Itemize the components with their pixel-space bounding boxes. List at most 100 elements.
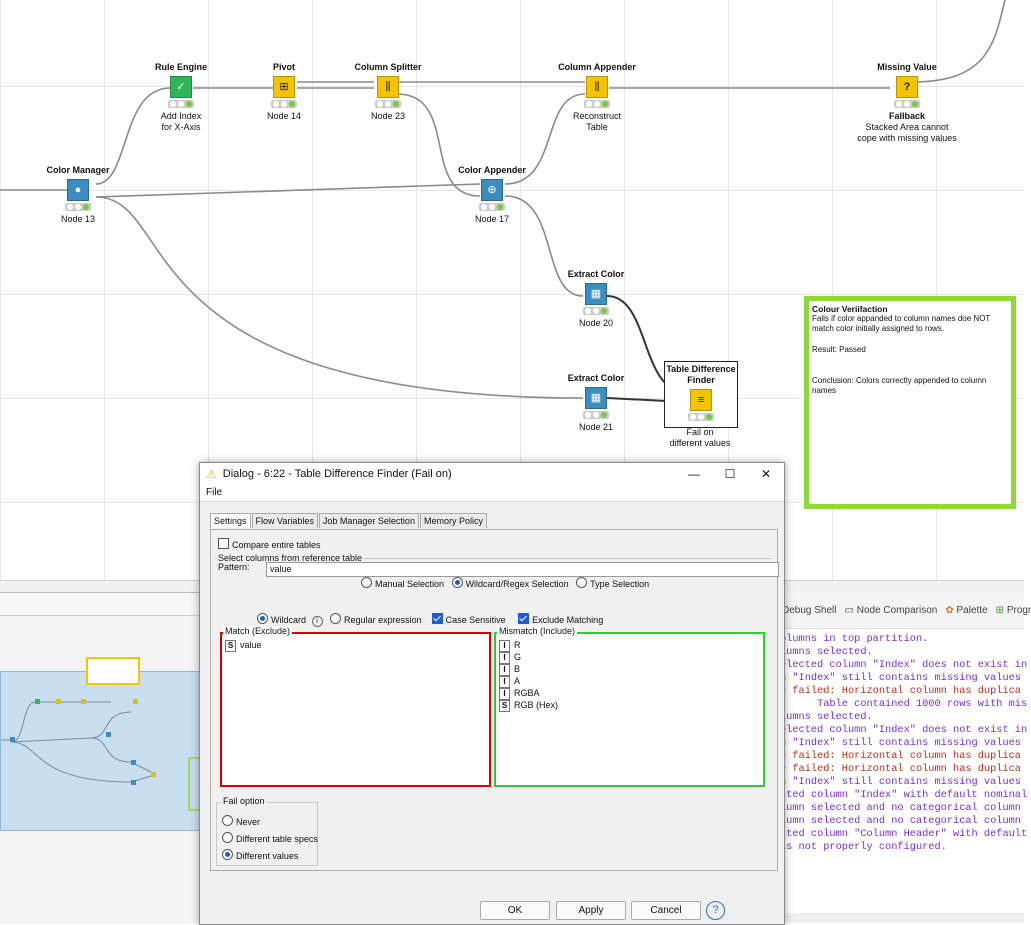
tab-memory-policy[interactable]: Memory Policy: [419, 513, 487, 528]
apply-button[interactable]: Apply: [556, 901, 626, 920]
color-manager-icon[interactable]: ●: [67, 179, 89, 201]
pattern-input[interactable]: value: [266, 562, 779, 577]
console-line: n "Index" still contains missing values: [780, 672, 1021, 684]
node-label[interactable]: Node 17: [474, 214, 510, 224]
radio-wildcard[interactable]: Wildcard: [257, 613, 306, 625]
minimize-icon[interactable]: —: [688, 467, 700, 481]
node-column-splitter[interactable]: Column Splitter ⫼ Node 23: [328, 62, 448, 122]
console-line: is not properly configured.: [780, 841, 947, 853]
outline-viewport[interactable]: [0, 671, 202, 831]
radio-dot: [222, 832, 233, 843]
regex-label: Regular expression: [344, 615, 422, 625]
status-lights: [479, 203, 505, 211]
console-scrollbar[interactable]: [778, 913, 1024, 923]
node-label[interactable]: Node 23: [370, 111, 406, 121]
node-pivot[interactable]: Pivot ⊞ Node 14: [224, 62, 344, 122]
column-appender-icon[interactable]: ⫼: [586, 76, 608, 98]
tab-job-manager[interactable]: Job Manager Selection: [318, 513, 419, 528]
node-label-line1: Add Index: [160, 111, 202, 121]
wire-colorapp-appender: [504, 93, 586, 185]
console-panel[interactable]: Debug Shell ▭ Node Comparison ✿ Palette …: [778, 592, 1031, 923]
case-sensitive-checkbox[interactable]: Case Sensitive: [431, 613, 506, 625]
radio-different-table-specs[interactable]: Different table specs: [222, 832, 318, 844]
pivot-icon[interactable]: ⊞: [273, 76, 295, 98]
node-title: Color Appender: [458, 165, 526, 175]
close-icon[interactable]: ✕: [760, 467, 772, 481]
missing-value-icon[interactable]: ?: [896, 76, 918, 98]
tab-settings[interactable]: Settings: [210, 513, 251, 528]
tab-flow-variables[interactable]: Flow Variables: [251, 513, 318, 528]
node-color-appender[interactable]: Color Appender ⊕ Node 17: [432, 165, 552, 225]
cancel-button[interactable]: Cancel: [631, 901, 701, 920]
table-difference-icon[interactable]: ≡: [690, 389, 712, 411]
settings-panel: Compare entire tables Select columns fro…: [210, 529, 779, 871]
status-lights: [583, 307, 609, 315]
window-controls: — ☐ ✕: [676, 467, 784, 481]
maximize-icon[interactable]: ☐: [724, 467, 736, 481]
console-line: lumns selected.: [780, 646, 873, 658]
node-title: Pivot: [272, 62, 295, 72]
radio-different-values[interactable]: Different values: [222, 849, 298, 861]
radio-never[interactable]: Never: [222, 815, 260, 827]
color-appender-icon[interactable]: ⊕: [481, 179, 503, 201]
compare-entire-tables-label: Compare entire tables: [232, 540, 321, 550]
exclude-matching-checkbox[interactable]: Exclude Matching: [518, 613, 603, 625]
table-difference-dialog[interactable]: ⚠ Dialog - 6:22 - Table Difference Finde…: [199, 462, 785, 925]
outline-panel[interactable]: [0, 592, 205, 924]
node-label[interactable]: Fallback: [888, 111, 926, 121]
node-label[interactable]: Node 20: [578, 318, 614, 328]
node-missing-value[interactable]: Missing Value ? Fallback Stacked Area ca…: [837, 62, 977, 144]
tab-palette[interactable]: ✿ Palette: [945, 605, 987, 616]
info-icon[interactable]: i: [311, 616, 323, 627]
compare-entire-tables-checkbox[interactable]: Compare entire tables: [218, 538, 321, 550]
radio-dot: [451, 577, 463, 588]
match-exclude-label: Match (Exclude): [223, 626, 293, 636]
console-line: lumn selected and no categorical column: [780, 802, 1021, 814]
node-extract-color-21[interactable]: Extract Color ▦ Node 21: [536, 373, 656, 433]
never-label: Never: [236, 817, 261, 827]
node-label[interactable]: Node 21: [578, 422, 614, 432]
tab-progress[interactable]: ⊞ Progr: [996, 605, 1031, 616]
node-color-manager[interactable]: Color Manager ● Node 13: [18, 165, 138, 225]
tab-debug-shell[interactable]: Debug Shell: [782, 604, 837, 616]
node-label[interactable]: Node 14: [266, 111, 302, 121]
workflow-annotation[interactable]: Colour Veriifaction Fails if color appan…: [804, 296, 1016, 509]
extract-color-icon[interactable]: ▦: [585, 387, 607, 409]
rule-engine-icon[interactable]: ✓: [170, 76, 192, 98]
extract-color-icon[interactable]: ▦: [585, 283, 607, 305]
menu-file[interactable]: File: [206, 487, 223, 498]
radio-regular-expression[interactable]: Regular expression: [330, 613, 422, 625]
tab-node-comparison[interactable]: ▭ Node Comparison: [844, 605, 937, 616]
note-line1: Stacked Area cannot: [865, 122, 949, 132]
node-title: Extract Color: [567, 373, 625, 383]
dialog-tabs: Settings Flow Variables Job Manager Sele…: [210, 513, 488, 528]
help-icon[interactable]: ?: [706, 901, 725, 920]
dialog-titlebar[interactable]: ⚠ Dialog - 6:22 - Table Difference Finde…: [200, 463, 784, 485]
radio-wildcard-selection[interactable]: Wildcard/Regex Selection: [451, 577, 569, 589]
node-extract-color-20[interactable]: Extract Color ▦ Node 20: [536, 269, 656, 329]
ok-button[interactable]: OK: [480, 901, 550, 920]
node-label[interactable]: Node 13: [60, 214, 96, 224]
radio-manual-selection[interactable]: Manual Selection: [361, 577, 444, 589]
radio-type-selection[interactable]: Type Selection: [576, 577, 649, 589]
column-splitter-icon[interactable]: ⫼: [377, 76, 399, 98]
console-output[interactable]: olumns in top partition.lumns selected.e…: [778, 629, 1027, 854]
